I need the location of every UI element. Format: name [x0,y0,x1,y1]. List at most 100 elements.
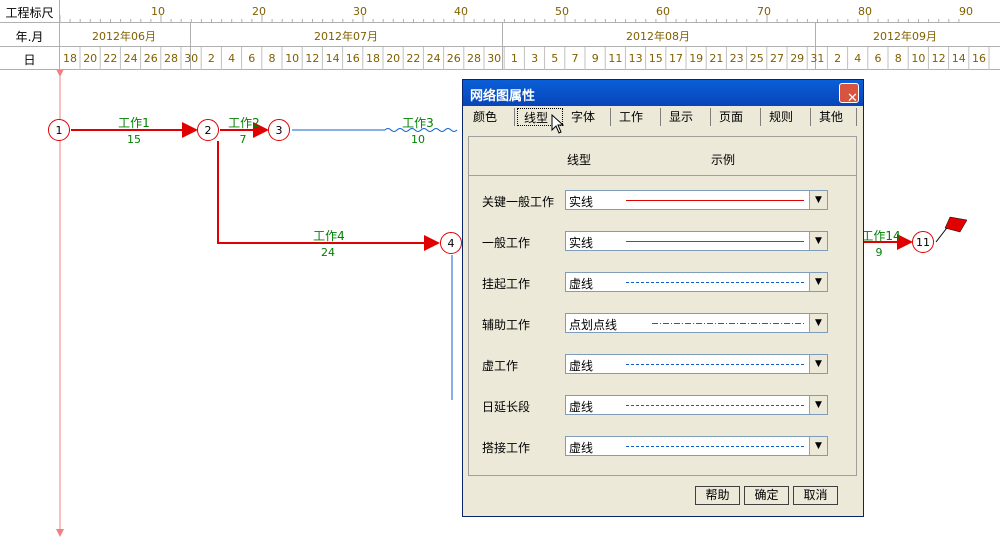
task-arrow [217,141,440,251]
task-name[interactable]: 工作4 [313,229,345,243]
day-label: 14 [951,52,966,65]
node-1[interactable]: 1 [48,119,70,141]
day-label: 5 [551,52,559,65]
close-button[interactable]: ✕ [839,83,859,106]
task-name[interactable]: 工作2 [228,116,260,130]
day-label: 28 [164,52,178,65]
dialog-title: 网络图属性 [470,89,536,104]
chevron-down-icon[interactable]: ▼ [809,355,827,373]
day-label: 8 [268,52,276,65]
day-label: 24 [123,52,138,65]
day-label: 6 [874,52,882,65]
task-duration: 9 [875,246,883,259]
tab-page[interactable]: 页面 [713,108,761,126]
chevron-down-icon[interactable]: ▼ [809,191,827,209]
network-lines [56,70,968,537]
dialog-title-bar[interactable]: 网络图属性 ✕ [463,80,863,106]
line-type-select-overlap[interactable]: 虚线 ▼ [565,436,828,456]
row-label-critical: 关键一般工作 [482,195,555,209]
selected-value: 实线 [569,195,594,209]
sample-line [626,446,804,447]
day-label: 12 [305,52,320,65]
day-label: 4 [854,52,862,65]
month-label: 2012年09月 [873,30,937,43]
sample-line [626,200,804,201]
day-label: 7 [571,52,579,65]
day-label: 31 [810,52,825,65]
task-name[interactable]: 工作1 [118,116,150,130]
day-label: 26 [446,52,461,65]
sample-line [626,241,804,242]
day-label: 16 [972,52,986,65]
task-name[interactable]: 工作3 [402,116,434,130]
day-label: 20 [83,52,98,65]
day-label: 23 [729,52,744,65]
day-label: 12 [931,52,946,65]
day-label: 1 [510,52,518,65]
chevron-down-icon[interactable]: ▼ [809,437,827,455]
sample-line [626,405,804,406]
day-label: 27 [770,52,784,65]
node-11[interactable]: 11 [912,231,934,253]
line-type-panel: 线型 示例 关键一般工作 实线 ▼ 一般工作 实线 ▼ 挂起工作 虚线 ▼ 辅助… [468,136,857,476]
line-type-select-dummy[interactable]: 虚线 ▼ [565,354,828,374]
node-3[interactable]: 3 [268,119,290,141]
tab-other[interactable]: 其他 [813,108,857,126]
day-label: 22 [103,52,118,65]
ruler-label-day: 日 [23,53,36,67]
tab-display[interactable]: 显示 [663,108,711,126]
chevron-down-icon[interactable]: ▼ [809,273,827,291]
help-button[interactable]: 帮助 [695,486,740,505]
ruler-label-scale: 工程标尺 [5,6,54,20]
timescale-ruler: 工程标尺 年.月 日 10 20 30 40 50 60 70 80 90 20… [0,0,1000,70]
day-label: 21 [709,52,724,65]
task-duration: 10 [411,133,425,146]
day-label: 30 [487,52,502,65]
day-label: 2 [207,52,215,65]
ruler-grid [0,0,1000,70]
day-label: 3 [531,52,539,65]
scale-number: 40 [454,5,468,18]
node-4[interactable]: 4 [440,232,462,254]
day-label: 10 [911,52,926,65]
day-label: 30 [184,52,199,65]
task-duration: 24 [321,246,335,259]
finish-flag-icon [944,216,968,233]
line-type-select-auxiliary[interactable]: 点划点线 ▼ [565,313,828,333]
network-diagram[interactable]: 1 2 3 4 11 工作1 15 工作2 7 工作3 10 工作4 24 工作… [0,70,1000,543]
selected-value: 虚线 [569,400,594,414]
network-properties-dialog[interactable]: 网络图属性 ✕ 颜色 线型 字体 工作 显示 页面 规则 其他 线型 示例 关键… [462,79,864,517]
day-label: 20 [386,52,401,65]
selected-value: 虚线 [569,277,594,291]
day-label: 6 [248,52,256,65]
line-type-select-normal[interactable]: 实线 ▼ [565,231,828,251]
day-label: 22 [406,52,421,65]
chevron-down-icon[interactable]: ▼ [809,232,827,250]
scale-number: 70 [757,5,771,18]
line-type-select-suspended[interactable]: 虚线 ▼ [565,272,828,292]
task-name[interactable]: 工作14 [861,229,901,243]
tab-work[interactable]: 工作 [613,108,661,126]
ok-button[interactable]: 确定 [744,486,789,505]
row-label-normal: 一般工作 [482,236,531,250]
scale-number: 60 [656,5,670,18]
tab-color[interactable]: 颜色 [467,108,515,126]
task-duration: 7 [239,133,247,146]
chevron-down-icon[interactable]: ▼ [809,396,827,414]
row-label-extension: 日延长段 [482,400,531,414]
tab-rules[interactable]: 规则 [763,108,811,126]
day-label: 24 [426,52,441,65]
mouse-cursor-icon [551,114,565,134]
tab-font[interactable]: 字体 [565,108,611,126]
node-2[interactable]: 2 [197,119,219,141]
line-type-select-critical[interactable]: 实线 ▼ [565,190,828,210]
scale-number: 50 [555,5,569,18]
header-divider [469,175,856,176]
row-label-auxiliary: 辅助工作 [482,318,531,332]
chevron-down-icon[interactable]: ▼ [809,314,827,332]
line-type-select-extension[interactable]: 虚线 ▼ [565,395,828,415]
day-label: 18 [63,52,77,65]
scale-number: 30 [353,5,367,18]
column-header-sample: 示例 [711,153,736,167]
cancel-button[interactable]: 取消 [793,486,838,505]
